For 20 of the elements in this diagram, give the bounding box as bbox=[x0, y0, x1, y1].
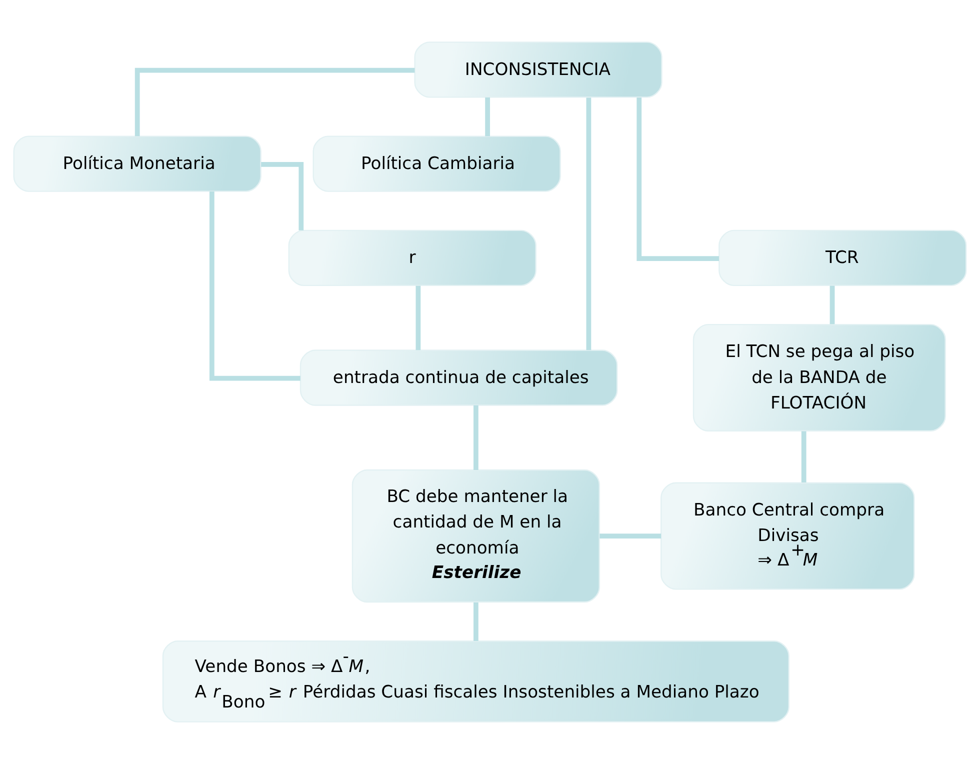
connector bbox=[473, 602, 478, 642]
connector bbox=[484, 97, 490, 136]
node-box: INCONSISTENCIA bbox=[414, 42, 662, 98]
connector bbox=[260, 162, 304, 230]
node-box: r bbox=[288, 230, 536, 286]
node-box: TCR bbox=[718, 230, 966, 286]
node-box: Política Cambiaria bbox=[312, 136, 560, 192]
connector bbox=[599, 534, 661, 538]
node-box: Política Monetaria bbox=[12, 136, 261, 192]
connector bbox=[636, 98, 718, 261]
node-box: El TCN se pega al piso de la BANDA de FLOTACIÓN bbox=[692, 324, 946, 432]
connector bbox=[586, 98, 591, 350]
connector bbox=[208, 191, 300, 381]
node-box: BC debe mantener la cantidad de M en la economía Esterilize bbox=[351, 469, 600, 603]
node-box: entrada continua de capitales bbox=[299, 350, 618, 406]
connector bbox=[473, 405, 478, 470]
connector bbox=[415, 286, 420, 350]
connector bbox=[800, 431, 806, 482]
connector bbox=[829, 286, 834, 324]
connector bbox=[134, 68, 414, 136]
